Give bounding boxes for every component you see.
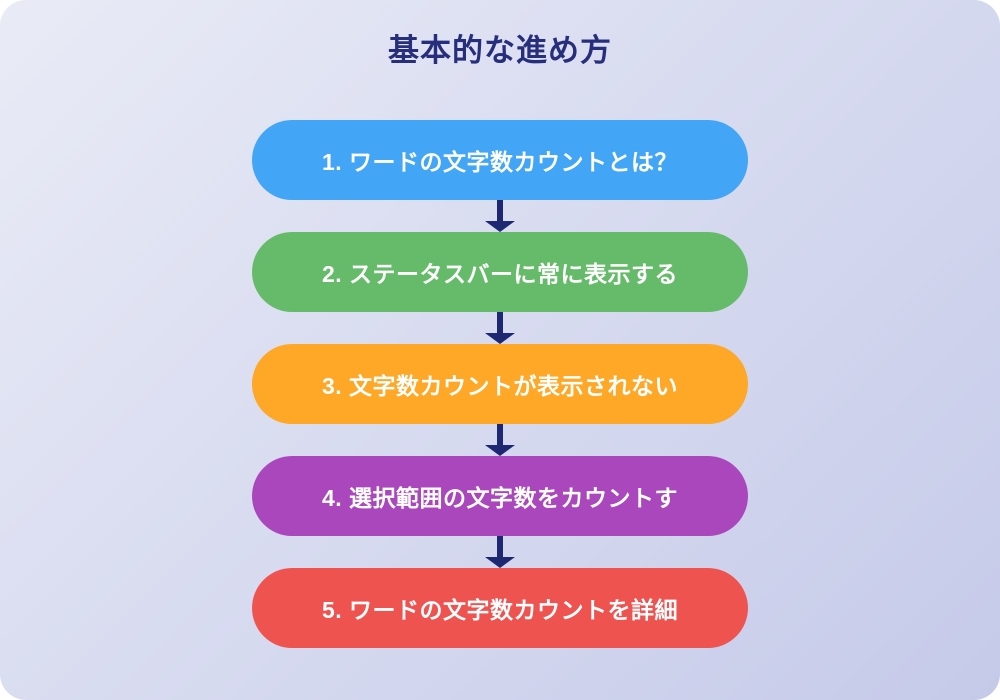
arrow-stem xyxy=(497,200,503,221)
flow-step-label: 2. ステータスバーに常に表示する xyxy=(321,261,679,287)
arrow-stem xyxy=(497,424,503,445)
arrow-down-icon xyxy=(485,536,515,568)
arrow-down-icon xyxy=(485,312,515,344)
arrow-stem xyxy=(497,536,503,557)
arrow-down-icon xyxy=(485,200,515,232)
arrow-head xyxy=(485,221,515,232)
flow-step-1: 1. ワードの文字数カウントとは？ xyxy=(252,120,748,200)
arrow-head xyxy=(485,557,515,568)
flow-step-label: 4. 選択範囲の文字数をカウントす xyxy=(321,485,679,511)
flow-step-label: 3. 文字数カウントが表示されない xyxy=(321,373,679,399)
flow-step-5: 5. ワードの文字数カウントを詳細 xyxy=(252,568,748,648)
flow-chart: 1. ワードの文字数カウントとは？ 2. ステータスバーに常に表示する 3. 文… xyxy=(252,120,748,648)
arrow-head xyxy=(485,333,515,344)
arrow-stem xyxy=(497,312,503,333)
arrow-head xyxy=(485,445,515,456)
flow-step-3: 3. 文字数カウントが表示されない xyxy=(252,344,748,424)
diagram-title: 基本的な進め方 xyxy=(388,33,612,68)
arrow-down-icon xyxy=(485,424,515,456)
flow-step-label: 5. ワードの文字数カウントを詳細 xyxy=(321,597,679,623)
flow-step-label: 1. ワードの文字数カウントとは？ xyxy=(321,149,679,175)
flow-step-4: 4. 選択範囲の文字数をカウントす xyxy=(252,456,748,536)
flow-step-2: 2. ステータスバーに常に表示する xyxy=(252,232,748,312)
